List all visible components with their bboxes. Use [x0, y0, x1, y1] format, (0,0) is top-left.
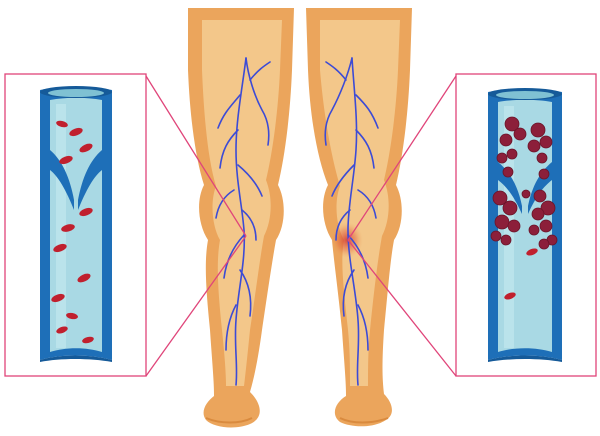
right-callout-line-top	[347, 75, 457, 241]
right-leg-veins	[324, 57, 379, 386]
legs-back-view-icon	[188, 8, 412, 428]
right-callout-line-bottom	[347, 239, 457, 377]
blood-clot-vein-cross-section-icon	[455, 73, 597, 377]
healthy-vein-cross-section-icon	[4, 73, 147, 377]
left-leg-veins	[215, 57, 271, 386]
healthy-blood-cells	[51, 120, 94, 344]
left-leg	[188, 8, 294, 428]
callout-lines	[145, 75, 457, 377]
right-leg	[306, 8, 412, 427]
left-callout-line-bottom	[145, 235, 247, 377]
left-callout-line-top	[145, 75, 247, 237]
clot-panel-blood-cells	[504, 248, 538, 300]
blood-clot-icon	[490, 116, 558, 250]
